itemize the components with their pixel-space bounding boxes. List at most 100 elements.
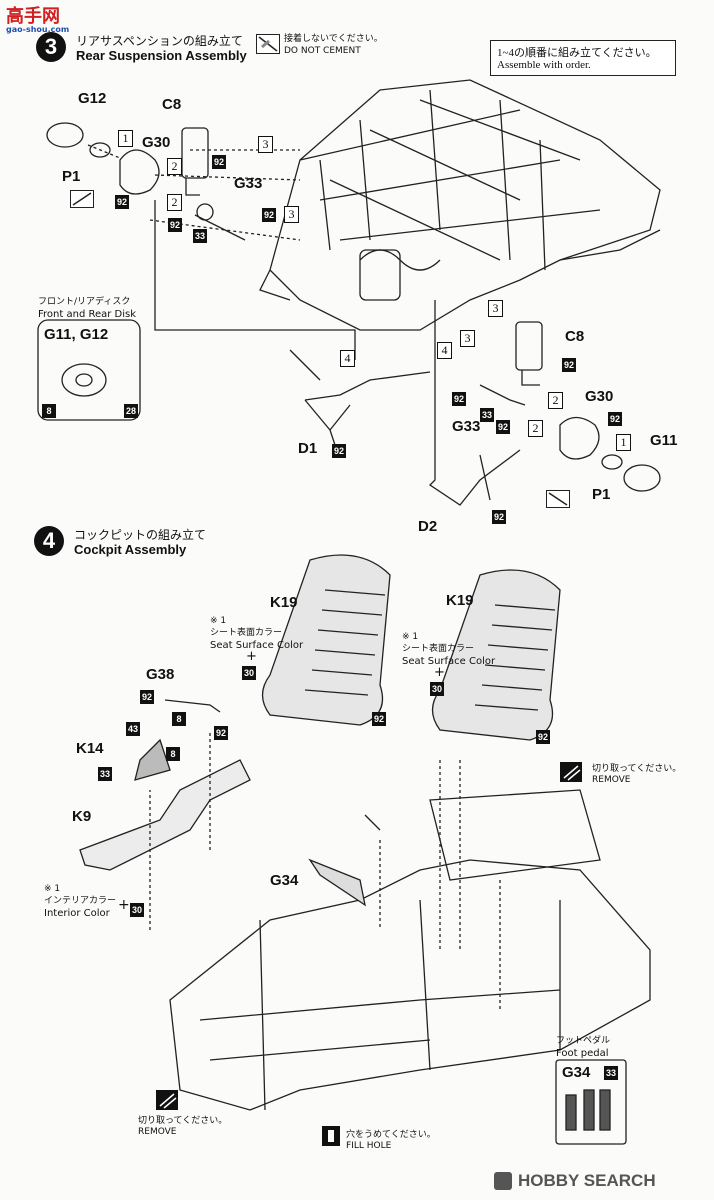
part-label-k19-left: K19 bbox=[270, 594, 298, 611]
footer-brand: HOBBY SEARCH bbox=[494, 1170, 704, 1194]
step3-title-en: Rear Suspension Assembly bbox=[76, 48, 247, 63]
seat-plus-left: + bbox=[246, 649, 257, 664]
seat-color-en-right: Seat Surface Color bbox=[402, 656, 496, 667]
code-92-1: 92 bbox=[212, 155, 226, 169]
code-43-k14: 43 bbox=[126, 722, 140, 736]
part-label-k9: K9 bbox=[72, 808, 92, 825]
disk-label-en: Front and Rear Disk bbox=[38, 309, 137, 320]
code-30-seat-left: 30 bbox=[242, 666, 256, 680]
seat-note-mark-right: ※ 1 bbox=[402, 632, 419, 642]
part-label-p1-left: P1 bbox=[62, 168, 81, 185]
part-label-c8-left: C8 bbox=[162, 96, 182, 113]
code-92-6: 92 bbox=[562, 358, 576, 372]
seat-note-right: ※ 1 シート表面カラー Seat Surface Color + 30 bbox=[398, 632, 508, 702]
code-92-2: 92 bbox=[115, 195, 129, 209]
step4-title-en: Cockpit Assembly bbox=[74, 542, 187, 557]
step4-number: 4 bbox=[34, 526, 64, 556]
code-92-seat-left: 92 bbox=[372, 712, 386, 726]
interior-color-en: Interior Color bbox=[44, 908, 110, 919]
remove-icon-left bbox=[156, 1090, 178, 1110]
code-33-1: 33 bbox=[193, 229, 207, 243]
order-box-1-right: 1 bbox=[616, 434, 631, 451]
part-label-g34: G34 bbox=[270, 872, 299, 889]
code-92-seat-right: 92 bbox=[536, 730, 550, 744]
order-box-1-left: 1 bbox=[118, 130, 133, 147]
code-92-4: 92 bbox=[262, 208, 276, 222]
interior-note: ※ 1 インテリアカラー Interior Color + 30 bbox=[44, 884, 164, 924]
seat-note-mark-left: ※ 1 bbox=[210, 616, 227, 626]
part-label-g12: G12 bbox=[78, 90, 107, 107]
code-28-disk: 28 bbox=[124, 404, 138, 418]
order-box-2-left-b: 2 bbox=[167, 194, 182, 211]
code-92-7: 92 bbox=[452, 392, 466, 406]
no-cement-icon bbox=[256, 34, 280, 54]
code-8-disk: 8 bbox=[42, 404, 56, 418]
part-label-k19-right: K19 bbox=[446, 592, 474, 609]
part-label-g30-left: G30 bbox=[142, 134, 171, 151]
remove-en-right: REMOVE bbox=[592, 775, 631, 785]
order-box-2-right-b: 2 bbox=[528, 420, 543, 437]
interior-note-mark: ※ 1 bbox=[44, 884, 61, 894]
pedal-part-label: G34 bbox=[562, 1064, 591, 1081]
code-8-g38: 8 bbox=[172, 712, 186, 726]
code-30-seat-right: 30 bbox=[430, 682, 444, 696]
step4-title-jp: コックピットの組み立て bbox=[74, 528, 207, 542]
pedal-label-en: Foot pedal bbox=[556, 1048, 609, 1059]
remove-icon-right bbox=[560, 762, 582, 782]
order-note: 1~4の順番に組み立てください。 Assemble with order. bbox=[490, 40, 676, 76]
order-box-3-right-b: 3 bbox=[460, 330, 475, 347]
code-92-console: 92 bbox=[214, 726, 228, 740]
order-note-jp: 1~4の順番に組み立てください。 bbox=[497, 47, 657, 59]
remove-jp-right: 切り取ってください。 bbox=[592, 764, 682, 774]
fill-hole-icon bbox=[322, 1126, 340, 1146]
fill-hole-jp: 穴をうめてください。 bbox=[346, 1130, 436, 1140]
code-33-2: 33 bbox=[480, 408, 494, 422]
watermark-title: 高手网 bbox=[6, 6, 60, 27]
no-cement-jp: 接着しないでください。 bbox=[284, 34, 383, 44]
step3-number: 3 bbox=[36, 32, 66, 62]
code-92-5: 92 bbox=[332, 444, 346, 458]
order-box-2-left-a: 2 bbox=[167, 158, 182, 175]
order-box-3-mid: 3 bbox=[284, 206, 299, 223]
order-box-4-right: 4 bbox=[437, 342, 452, 359]
code-92-g38: 92 bbox=[140, 690, 154, 704]
part-label-d1: D1 bbox=[298, 440, 318, 457]
part-label-g33-right: G33 bbox=[452, 418, 481, 435]
code-92-3: 92 bbox=[168, 218, 182, 232]
seat-color-jp-right: シート表面カラー bbox=[402, 644, 475, 654]
code-92-8: 92 bbox=[496, 420, 510, 434]
part-label-g11: G11 bbox=[650, 432, 678, 449]
watermark: 高手网 gao-shou.com bbox=[0, 0, 70, 40]
part-label-g33-left: G33 bbox=[234, 175, 263, 192]
step3-title-jp: リアサスペンションの組み立て bbox=[76, 34, 243, 48]
no-cement-en: DO NOT CEMENT bbox=[284, 46, 361, 56]
fill-hole-en: FILL HOLE bbox=[346, 1141, 392, 1151]
order-box-3-top: 3 bbox=[258, 136, 273, 153]
code-33-k14: 33 bbox=[98, 767, 112, 781]
disk-label-jp: フロント/リアディスク bbox=[38, 297, 131, 307]
order-box-2-right-a: 2 bbox=[548, 392, 563, 409]
part-label-g38: G38 bbox=[146, 666, 175, 683]
part-label-k14: K14 bbox=[76, 740, 104, 757]
part-label-d2: D2 bbox=[418, 518, 438, 535]
seat-note-left: ※ 1 シート表面カラー Seat Surface Color + 30 bbox=[206, 616, 316, 686]
part-label-g30-right: G30 bbox=[585, 388, 614, 405]
code-30-interior: 30 bbox=[130, 903, 144, 917]
code-33-pedal: 33 bbox=[604, 1066, 618, 1080]
order-note-en: Assemble with order. bbox=[497, 59, 591, 71]
code-92-10: 92 bbox=[492, 510, 506, 524]
part-label-c8-right: C8 bbox=[565, 328, 585, 345]
seat-plus-right: + bbox=[434, 665, 445, 680]
order-box-3-right-a: 3 bbox=[488, 300, 503, 317]
code-92-9: 92 bbox=[608, 412, 622, 426]
seat-color-en-left: Seat Surface Color bbox=[210, 640, 304, 651]
no-cement-mark-right bbox=[546, 490, 570, 508]
code-8-k14: 8 bbox=[166, 747, 180, 761]
part-label-p1-right: P1 bbox=[592, 486, 611, 503]
no-cement-mark-left bbox=[70, 190, 94, 208]
watermark-url: gao-shou.com bbox=[6, 25, 70, 34]
interior-plus: + bbox=[118, 897, 130, 913]
seat-color-jp-left: シート表面カラー bbox=[210, 628, 283, 638]
remove-jp-left: 切り取ってください。 bbox=[138, 1116, 228, 1126]
